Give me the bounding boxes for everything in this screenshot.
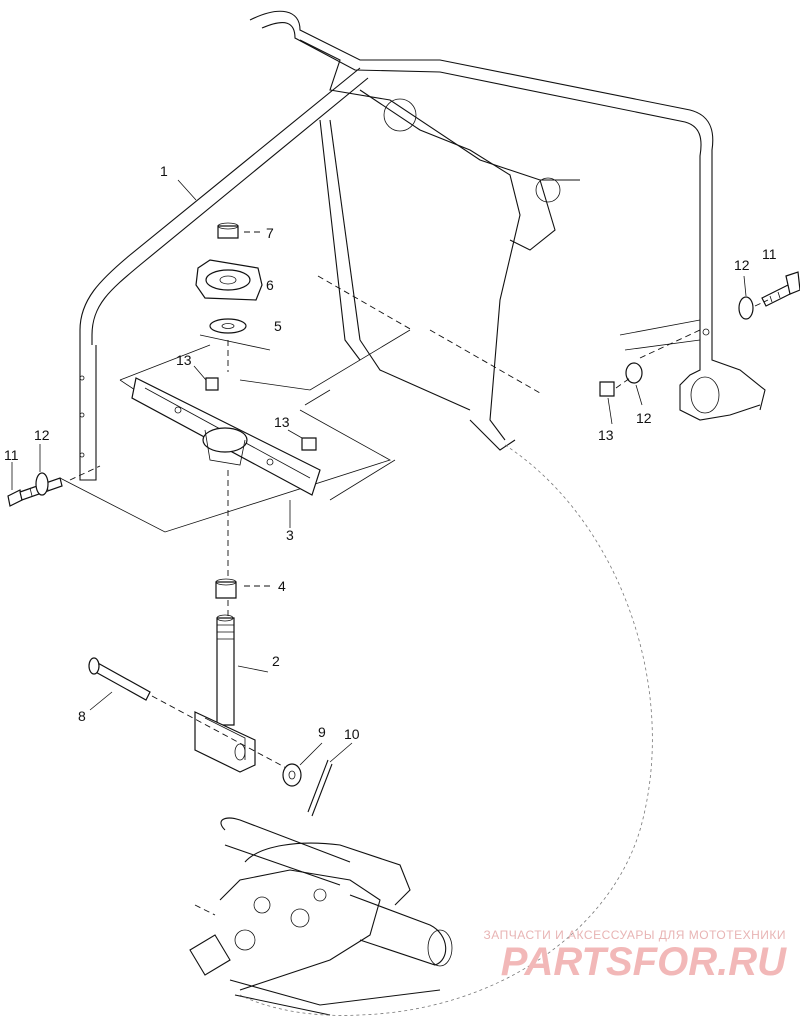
callout-10: 10 — [344, 726, 360, 742]
callout-3: 3 — [286, 527, 294, 543]
part-11-bolt-left — [7, 477, 63, 507]
part-5-washer — [209, 318, 247, 334]
lower-suspension-arm — [189, 817, 453, 1016]
part-7-nut — [217, 222, 239, 239]
part-13-nut-right — [599, 381, 615, 397]
part-12-washer-right-bottom — [625, 362, 643, 384]
part-1-rail — [79, 67, 369, 481]
callout-4: 4 — [278, 578, 286, 594]
callout-2: 2 — [272, 653, 280, 669]
part-11-bolt-right — [761, 271, 800, 307]
assembly-planes — [59, 329, 411, 533]
part-10-cotter-pin — [307, 759, 333, 817]
frame-phantom — [249, 10, 714, 451]
part-12-washer-left — [35, 472, 49, 496]
callout-labels: 1 2 3 4 5 6 7 8 9 10 11 12 13 13 11 12 1… — [4, 163, 777, 742]
callout-11-right: 11 — [762, 246, 777, 262]
watermark: ЗАПЧАСТИ И АКСЕССУАРЫ ДЛЯ МОТОТЕХНИКИ PA… — [484, 928, 786, 982]
assembly-leaders — [69, 231, 769, 1016]
callout-7: 7 — [266, 225, 274, 241]
part-13-nut-left — [205, 377, 219, 391]
part-3-plate — [131, 377, 321, 496]
callout-12-right-bottom: 12 — [636, 410, 652, 426]
callout-12-left: 12 — [34, 427, 50, 443]
callout-8: 8 — [78, 708, 86, 724]
right-bracket — [619, 319, 766, 421]
part-4-nut — [215, 578, 237, 599]
part-8-pin — [88, 657, 291, 771]
callout-12-right-top: 12 — [734, 257, 750, 273]
callout-5: 5 — [274, 318, 282, 334]
watermark-tagline: ЗАПЧАСТИ И АКСЕССУАРЫ ДЛЯ МОТОТЕХНИКИ — [483, 928, 786, 942]
callout-13-right: 13 — [598, 427, 614, 443]
callout-1: 1 — [160, 163, 168, 179]
callout-13-left: 13 — [176, 352, 192, 368]
watermark-logo: PARTSFOR.RU — [500, 940, 786, 984]
callout-11-left: 11 — [4, 447, 19, 463]
part-13-nut-mid — [301, 437, 317, 451]
callout-13-mid: 13 — [274, 414, 290, 430]
callout-leaders — [11, 179, 747, 766]
part-12-washer-right-top — [738, 296, 754, 320]
callout-6: 6 — [266, 277, 274, 293]
part-6-bumper — [195, 259, 263, 301]
part-9-washer — [282, 763, 302, 787]
callout-9: 9 — [318, 724, 326, 740]
part-2-rod — [216, 614, 235, 726]
